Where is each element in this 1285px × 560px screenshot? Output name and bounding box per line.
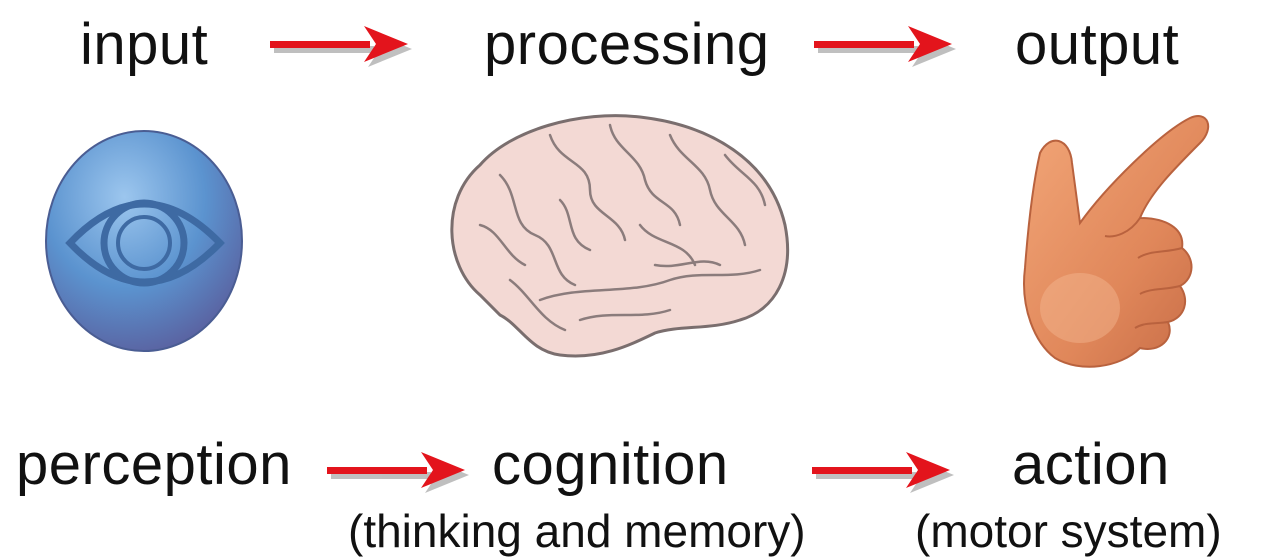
arrow-right-icon <box>812 452 954 493</box>
arrow-right-icon <box>270 26 412 67</box>
arrow-right-icon <box>814 26 956 67</box>
action-label: action <box>1012 432 1170 497</box>
eye-icon <box>45 130 243 352</box>
processing-label: processing <box>484 12 770 77</box>
input-label: input <box>80 12 209 77</box>
cognition-label: cognition <box>492 432 729 497</box>
output-label: output <box>1015 12 1180 77</box>
action-note: (motor system) <box>915 505 1222 557</box>
brain-icon <box>450 114 790 358</box>
arrow-right-icon <box>327 452 469 493</box>
cognition-note: (thinking and memory) <box>348 505 806 557</box>
pointing-hand-icon <box>1023 115 1210 368</box>
perception-label: perception <box>16 432 292 497</box>
